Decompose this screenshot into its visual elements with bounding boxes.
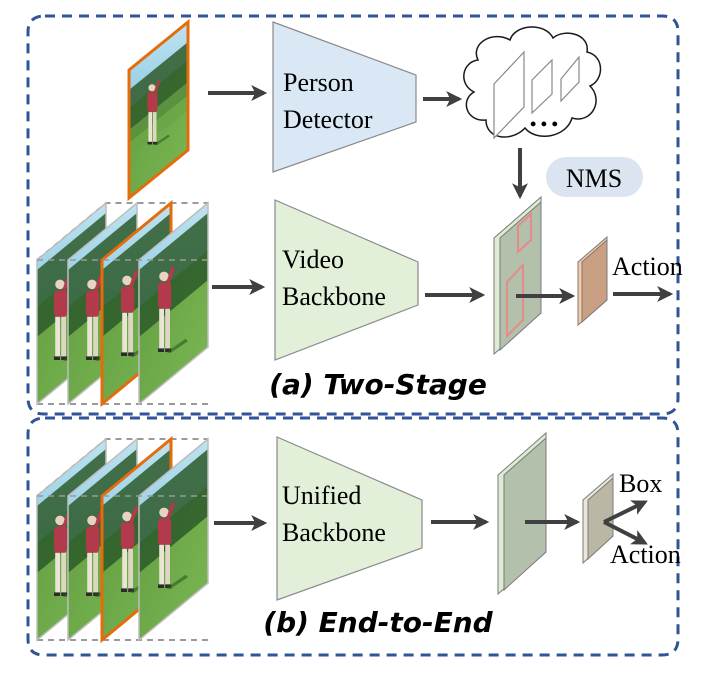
person-detector-label-line1: Person [283, 68, 354, 97]
roi-box-lower [506, 262, 524, 339]
panel-b-border [26, 416, 680, 657]
action-output-label-b: Action [610, 540, 681, 569]
unified-backbone-label-line2: Backbone [282, 518, 386, 547]
proposal-box-small [560, 55, 580, 103]
proposals-ellipsis: • • • [530, 114, 558, 134]
feature-map-with-rois [493, 195, 542, 356]
person-detector-label-line2: Detector [283, 105, 373, 134]
unified-backbone: Unified Backbone [276, 436, 423, 601]
head-feature-b [582, 472, 614, 565]
nms-label: NMS [566, 164, 622, 193]
video-backbone-label-line1: Video [282, 245, 344, 274]
nms-badge: NMS [546, 157, 643, 197]
roi-box-upper [517, 211, 532, 255]
arrow-to-action-output-b [603, 520, 648, 545]
key-frame-image [127, 18, 190, 202]
proposal-box-medium [531, 58, 553, 115]
box-output-label: Box [619, 469, 662, 498]
panel-a-title: (a) Two-Stage [269, 368, 487, 401]
panel-two-stage: Person Detector • • • NMS [26, 14, 683, 416]
panel-a-border [26, 14, 680, 416]
panel-end-to-end: Unified Backbone Box Action (b) End-to-E… [26, 416, 681, 657]
action-feature [577, 235, 608, 327]
proposal-box-large [493, 50, 525, 140]
video-backbone: Video Backbone [274, 199, 419, 361]
video-clip-frames-a [36, 199, 209, 408]
person-detector: Person Detector [272, 21, 417, 173]
proposals-cloud: • • • [463, 26, 602, 140]
action-output-label: Action [612, 252, 683, 281]
panel-b-title: (b) End-to-End [263, 606, 493, 639]
arrow-to-box-output [603, 500, 648, 524]
unified-backbone-label-line1: Unified [282, 481, 361, 510]
video-backbone-label-line2: Backbone [282, 282, 386, 311]
feature-map-b [497, 431, 547, 596]
video-clip-frames-b [35, 436, 212, 646]
